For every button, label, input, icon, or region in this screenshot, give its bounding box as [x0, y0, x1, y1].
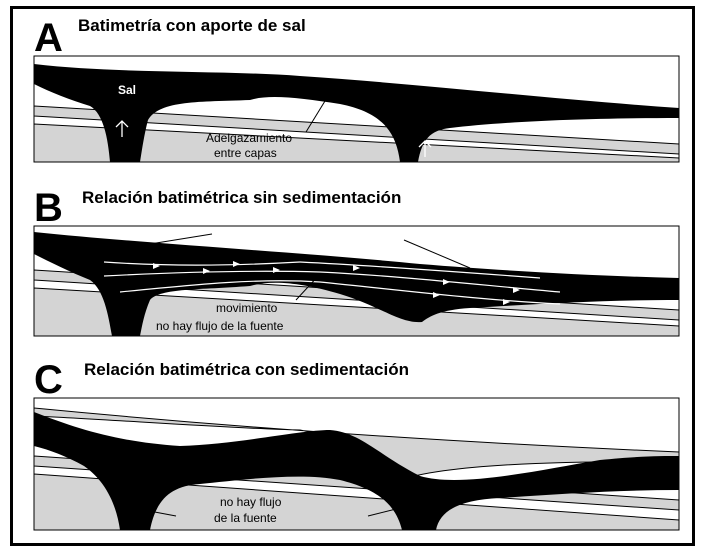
panel-c-stratum-lower [34, 473, 679, 530]
thinning-label-line1: Adelgazamiento [206, 131, 292, 145]
panel-a-border [33, 55, 680, 163]
panel-b-border [33, 225, 680, 337]
panel-a-stratum-upper [34, 105, 679, 155]
panel-b-salt-body [34, 232, 679, 336]
no-flow-label-c-line2: de la fuente [214, 511, 277, 525]
panel-b-letter: B [34, 186, 63, 230]
no-flow-label-b: no hay flujo de la fuente [156, 319, 284, 333]
up-arrow-icon [115, 120, 129, 137]
panel-a-pointer-line [305, 100, 326, 133]
no-flow-label-c-line1: no hay flujo [220, 495, 282, 509]
panel-b-pointer-line-left [149, 233, 213, 245]
panel-c-title: Relación batimétrica con sedimentación [84, 360, 409, 379]
panel-b-title: Relación batimétrica sin sedimentación [82, 188, 402, 207]
panel-b-pointer-line-right [403, 239, 471, 269]
panel-c-pointer-line-right [367, 507, 401, 517]
panel-a-letter: A [34, 16, 63, 60]
up-arrow-icon-2 [418, 140, 432, 157]
panel-a-title: Batimetría con aporte de sal [78, 16, 306, 35]
panel-b-stratum-lower [34, 287, 679, 336]
flow-arrows [103, 261, 561, 305]
panel-c-pointer-line-left [143, 509, 177, 517]
panel-c-letter: C [34, 358, 63, 402]
salt-label: Sal [118, 83, 136, 97]
thinning-label-line2: entre capas [214, 146, 277, 160]
panel-c-salt-body [34, 412, 679, 530]
panel-a-salt-body [34, 64, 679, 162]
panel-c-border [33, 397, 680, 531]
panel-b-pointer-line-center [295, 273, 321, 301]
arrowhead-icons [153, 261, 520, 305]
movement-label: movimiento [216, 301, 278, 315]
panel-a-stratum-lower [34, 123, 679, 162]
